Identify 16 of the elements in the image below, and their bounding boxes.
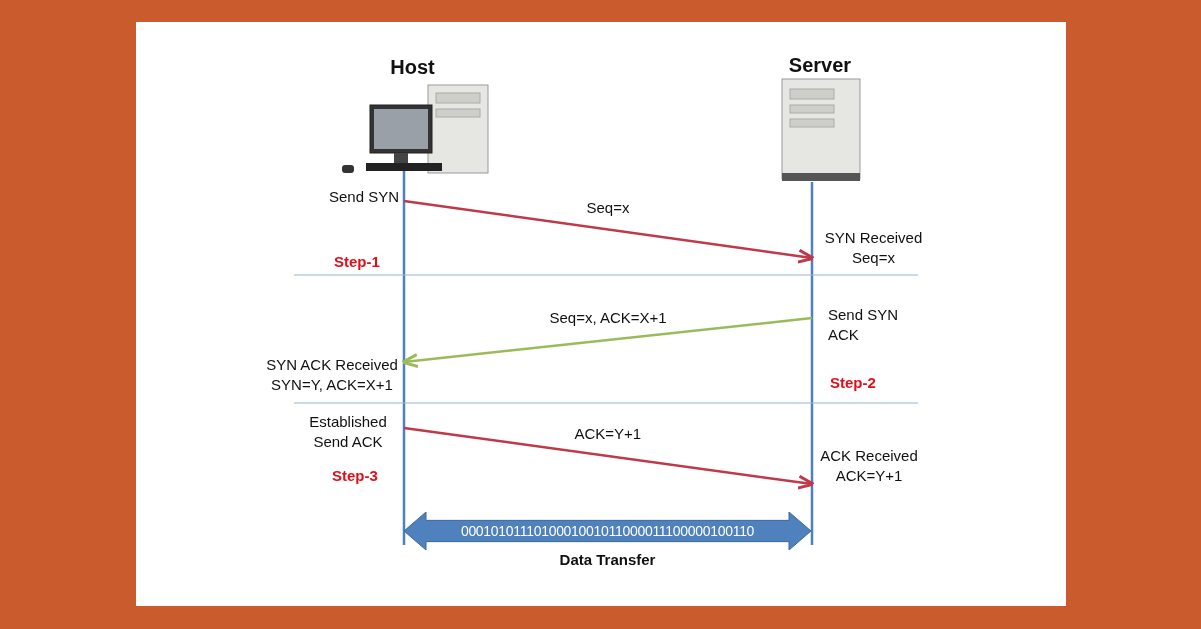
step-label: Step-3: [332, 467, 378, 484]
event-text: SYN ACK Received SYN=Y, ACK=X+1: [265, 355, 399, 395]
lifeline-title: Server: [787, 53, 853, 77]
binary-data-text: 0001010111010001001011000011100000100110: [459, 522, 756, 540]
arrow-label: Data Transfer: [558, 551, 657, 569]
event-text: SYN Received Seq=x: [823, 228, 924, 268]
step-label: Step-1: [334, 253, 380, 270]
lifeline-title: Host: [389, 55, 436, 79]
message-arrow: [401, 316, 813, 368]
step-label: Step-2: [830, 374, 876, 391]
event-text: Send SYN: [327, 187, 399, 207]
message-arrow: [403, 199, 815, 264]
event-text: ACK Received ACK=Y+1: [819, 446, 919, 486]
message-arrow: [403, 426, 815, 490]
event-text: Send SYN ACK: [828, 305, 900, 345]
event-text: Established Send ACK: [308, 412, 388, 452]
